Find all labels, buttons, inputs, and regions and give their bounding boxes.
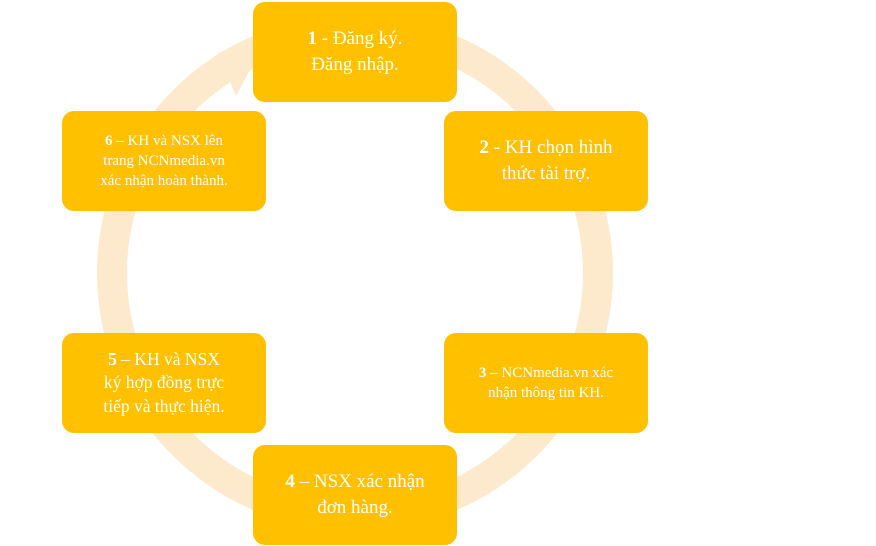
step-3-label: 3 – NCNmedia.vn xác nhận thông tin KH.	[479, 363, 613, 404]
step-1-box: 1 - Đăng ký. Đăng nhập.	[253, 2, 457, 102]
step-3-box: 3 – NCNmedia.vn xác nhận thông tin KH.	[444, 333, 648, 433]
step-4-text: – NSX xác nhận đơn hàng.	[299, 471, 425, 518]
step-1-label: 1 - Đăng ký. Đăng nhập.	[308, 26, 403, 77]
step-2-text: - KH chọn hình thức tài trợ.	[493, 137, 613, 184]
step-2-box: 2 - KH chọn hình thức tài trợ.	[444, 111, 648, 211]
step-6-label: 6 – KH và NSX lên trang NCNmedia.vn xác …	[100, 131, 227, 192]
step-6-number: 6	[105, 132, 113, 149]
step-2-label: 2 - KH chọn hình thức tài trợ.	[480, 135, 613, 186]
step-5-number: 5	[108, 348, 117, 369]
step-4-label: 4 – NSX xác nhận đơn hàng.	[285, 469, 424, 520]
step-5-text: – KH và NSX ký hợp đồng trực tiếp và thự…	[103, 348, 225, 416]
step-2-number: 2	[479, 137, 490, 159]
step-5-label: 5 – KH và NSX ký hợp đồng trực tiếp và t…	[103, 348, 224, 419]
step-1-text: - Đăng ký. Đăng nhập.	[311, 28, 403, 75]
step-6-box: 6 – KH và NSX lên trang NCNmedia.vn xác …	[62, 111, 266, 211]
step-3-text: – NCNmedia.vn xác nhận thông tin KH.	[488, 364, 614, 401]
step-4-box: 4 – NSX xác nhận đơn hàng.	[253, 445, 457, 545]
step-3-number: 3	[478, 364, 487, 381]
step-4-number: 4	[285, 471, 295, 493]
step-5-box: 5 – KH và NSX ký hợp đồng trực tiếp và t…	[62, 333, 266, 433]
step-6-text: – KH và NSX lên trang NCNmedia.vn xác nh…	[100, 132, 228, 190]
step-1-number: 1	[307, 28, 318, 50]
cycle-arrowhead	[218, 52, 252, 96]
